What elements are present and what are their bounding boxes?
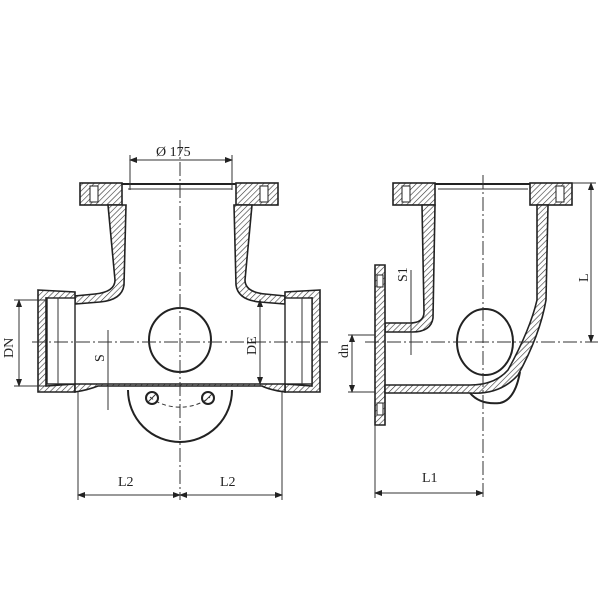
dn-label: DN bbox=[2, 338, 17, 358]
l2-right-label: L2 bbox=[220, 475, 236, 490]
top-flange-left bbox=[79, 182, 123, 206]
s-label: S bbox=[93, 354, 108, 362]
de-label: DE bbox=[245, 336, 260, 355]
front-view: Ø 175 DN S DE L2 L2 bbox=[2, 140, 328, 500]
dn-small-label: dn bbox=[337, 344, 352, 358]
side-flange bbox=[374, 264, 386, 426]
diameter-175-label: Ø 175 bbox=[156, 145, 191, 160]
socket-right bbox=[284, 289, 321, 393]
top-flange-right bbox=[235, 182, 279, 206]
l2-left-label: L2 bbox=[118, 475, 134, 490]
l1-label: L1 bbox=[422, 471, 438, 486]
bottom-flange bbox=[127, 389, 233, 443]
side-top-flange-right bbox=[529, 182, 573, 206]
side-bottom-bulge bbox=[469, 371, 521, 405]
neck-wall-right bbox=[233, 204, 286, 305]
side-right-wall bbox=[384, 204, 549, 394]
neck-wall-left bbox=[74, 204, 127, 305]
bolt-hole-icon bbox=[201, 391, 215, 405]
side-view: L S1 dn L1 bbox=[337, 175, 598, 498]
bolt-hole-icon bbox=[145, 391, 159, 405]
s1-label: S1 bbox=[396, 267, 411, 282]
l-label: L bbox=[577, 273, 592, 282]
side-top-flange-left bbox=[392, 182, 436, 206]
pipe-bottom-wall bbox=[74, 383, 286, 393]
